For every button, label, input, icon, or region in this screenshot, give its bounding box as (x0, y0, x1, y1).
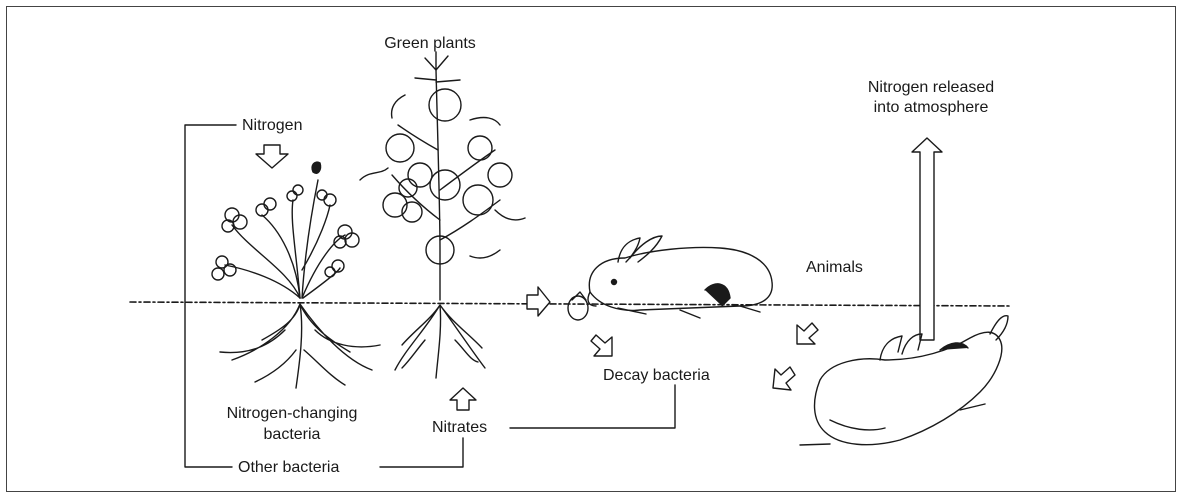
decay-down-arrow-1 (591, 335, 612, 356)
other-bacteria-label: Other bacteria (238, 458, 339, 478)
decay-arrow-2 (797, 323, 818, 344)
rabbit-eating (568, 236, 772, 320)
nitrogen-changing-label-line1: Nitrogen-changing (212, 404, 372, 424)
other-bacteria-connector (380, 438, 463, 467)
nitrogen-changing-label-line2: bacteria (212, 425, 372, 445)
ground-line (130, 302, 1010, 306)
animals-label: Animals (806, 258, 863, 278)
green-plants-label: Green plants (360, 34, 500, 54)
atmosphere-label-line1: Nitrogen released (846, 78, 1016, 98)
dead-rabbit (800, 316, 1008, 445)
decay-bacteria-label: Decay bacteria (603, 366, 710, 386)
atmosphere-label-line2: into atmosphere (846, 98, 1016, 118)
nitrates-to-decay-line (510, 385, 675, 428)
tomato-plant (360, 52, 525, 378)
nitrogen-down-arrow (256, 145, 288, 168)
to-rabbit-arrow (527, 287, 550, 316)
decay-arrow-3 (773, 367, 795, 390)
nitrates-up-arrow (450, 388, 476, 410)
atmosphere-up-arrow (912, 138, 942, 340)
nitrates-label: Nitrates (432, 418, 487, 438)
nitrogen-label: Nitrogen (242, 116, 302, 136)
clover-plant (212, 162, 380, 388)
